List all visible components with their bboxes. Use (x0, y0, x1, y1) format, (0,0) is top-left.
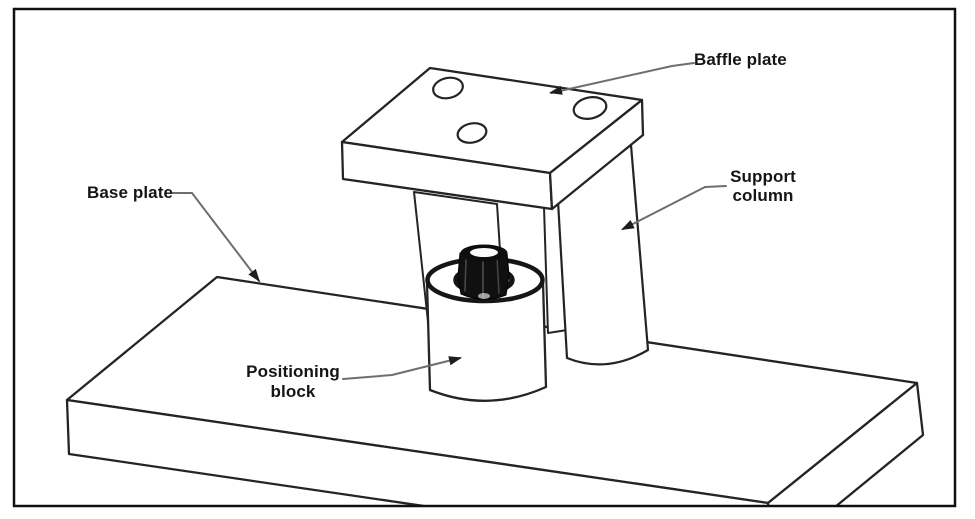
figure-frame (12, 7, 957, 508)
locating-pin-knurl-line (464, 259, 467, 292)
baffle-plate-right-face (548, 98, 645, 211)
support-column-label: Support column (730, 167, 796, 205)
positioning-block-label: Positioning block (246, 362, 340, 401)
positioning-block-leader-line (342, 357, 461, 380)
positioning-block-arrowhead-icon (448, 356, 462, 366)
locating-pin-knurl-line (496, 257, 500, 294)
base-plate-leader-line (172, 192, 260, 282)
locating-pin-notch (478, 293, 490, 299)
baffle-plate-hole (572, 96, 608, 120)
baffle-plate-leader-line (550, 62, 695, 94)
baffle-plate-hole (432, 76, 464, 100)
locating-pin-body (457, 252, 510, 300)
locating-pin-bore (469, 247, 499, 258)
positioning-block-body (425, 280, 548, 402)
base-plate-right-face (766, 381, 925, 506)
base-plate-front-face (65, 398, 770, 506)
baffle-plate-arrowhead-icon (549, 85, 563, 95)
baffle-plate-label: Baffle plate (694, 50, 787, 69)
base-plate-arrowhead-icon (248, 268, 260, 282)
base-plate-label: Base plate (87, 183, 174, 202)
support-column-cylinder (556, 143, 650, 366)
support-column-arrowhead-icon (621, 220, 635, 230)
baffle-plate-hole (456, 122, 488, 144)
support-column-leader-line (622, 185, 727, 230)
